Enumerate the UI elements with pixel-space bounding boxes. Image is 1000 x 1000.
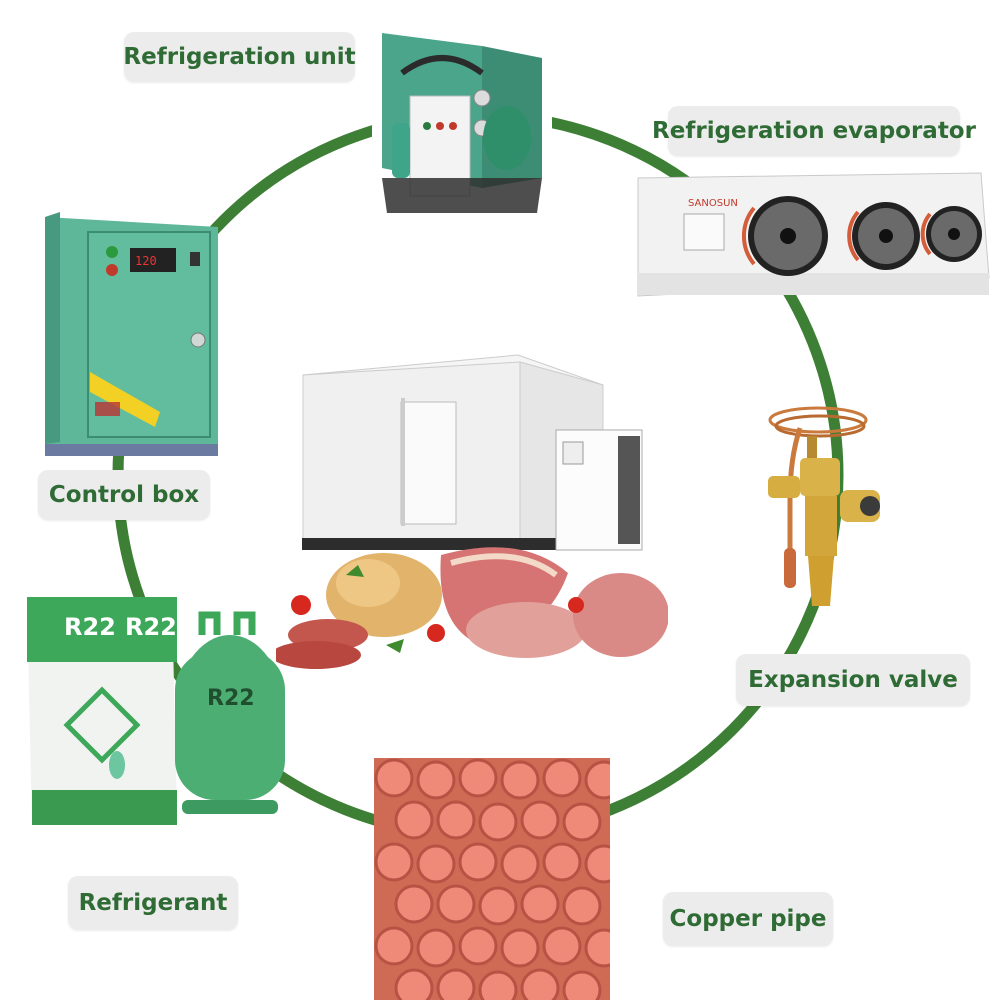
label-refrigeration-evaporator: Refrigeration evaporator [652, 106, 976, 156]
label-refrigerant: Refrigerant [68, 876, 238, 930]
label-control-box: Control box [38, 470, 210, 520]
evaporator-image: SANOSUN [637, 172, 990, 297]
svg-text:R22: R22 [125, 613, 177, 641]
expansion-valve-image [768, 406, 880, 606]
svg-text:R22: R22 [207, 686, 255, 711]
evaporator-brand-text: SANOSUN [688, 198, 738, 209]
svg-text:120: 120 [135, 254, 157, 268]
refrigerant-image: R22 R22 R22 [27, 597, 285, 825]
label-expansion-valve: Expansion valve [736, 654, 970, 706]
copper-pipe-image [374, 758, 610, 1000]
label-refrigeration-unit: Refrigeration unit [123, 32, 356, 82]
cold-room-image [302, 354, 643, 551]
control-box-image: 120 [45, 212, 218, 456]
svg-text:R22: R22 [64, 613, 116, 641]
refrigeration-unit-image [372, 28, 552, 213]
label-copper-pipe: Copper pipe [663, 892, 833, 946]
meat-image [276, 547, 668, 669]
